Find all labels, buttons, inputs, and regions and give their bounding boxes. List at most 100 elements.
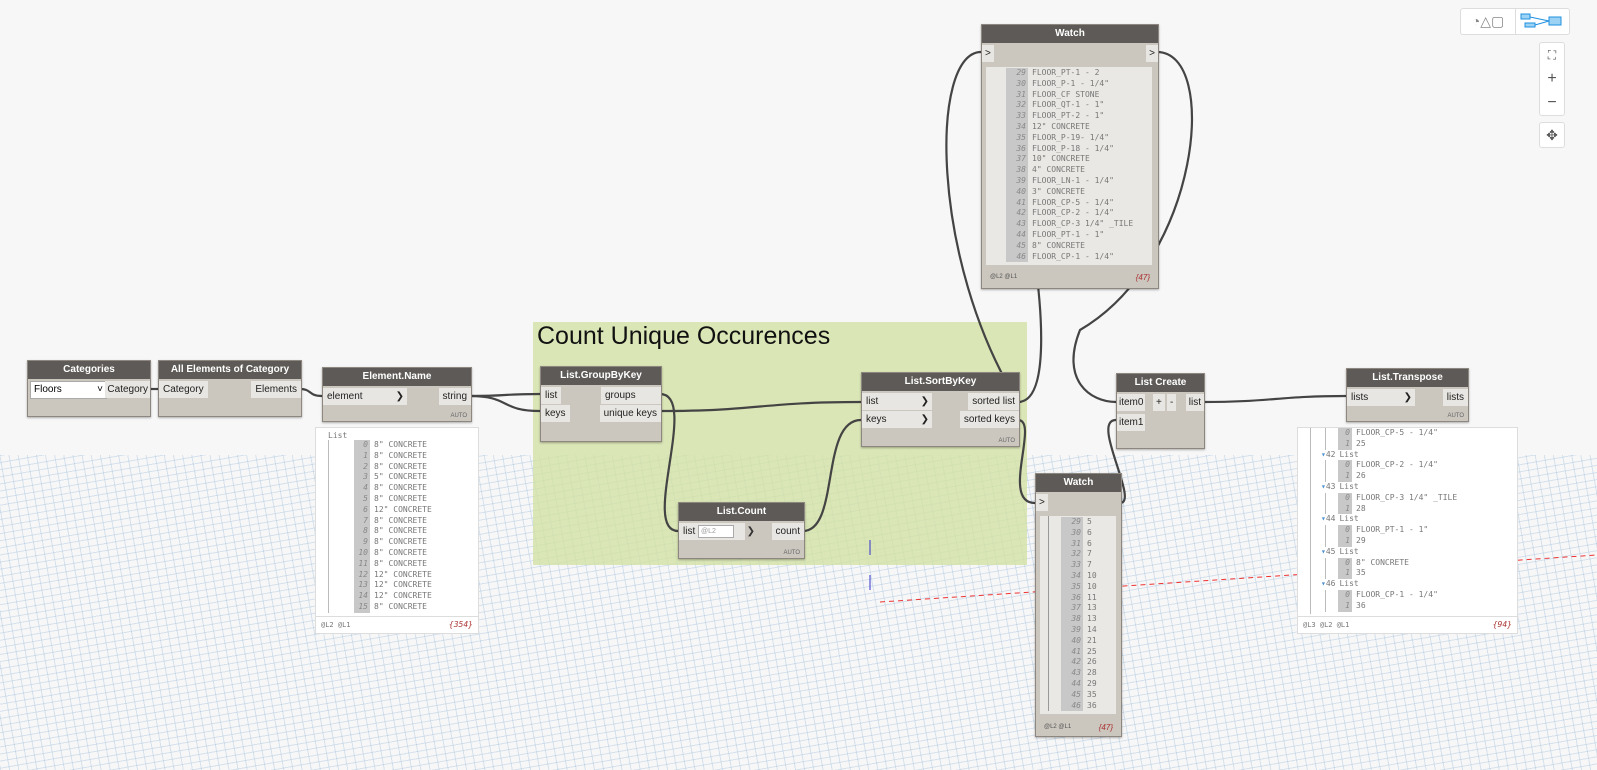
list-item: 45 8" CONCRETE	[1006, 240, 1152, 252]
level-input[interactable]: @L2	[698, 524, 735, 538]
item-index: 5	[354, 493, 370, 505]
item-value: 26	[1087, 657, 1097, 667]
input-port-list[interactable]: list @L2❯	[679, 523, 755, 540]
node-title: List.Transpose	[1347, 369, 1468, 387]
item-index: 45	[1061, 689, 1083, 701]
input-port-lists[interactable]: lists❯	[1347, 389, 1415, 406]
input-port-item0[interactable]: item0	[1117, 394, 1146, 411]
wire	[1202, 394, 1347, 404]
output-port-list[interactable]: list	[1185, 394, 1204, 411]
output-port-count[interactable]: count	[771, 523, 804, 540]
collapse-icon[interactable]: ▾	[1321, 481, 1326, 491]
input-port-list[interactable]: list	[541, 387, 562, 404]
levels: @L2 @L1	[1044, 724, 1072, 730]
input-port[interactable]: >	[1036, 494, 1048, 511]
item-value: 12" CONCRETE	[374, 591, 432, 601]
geometry-view-icon[interactable]: ◔△▢	[1461, 9, 1516, 34]
output-port-sorted-list[interactable]: sorted list	[968, 393, 1019, 410]
graph-view-icon[interactable]	[1519, 13, 1563, 30]
zoom-controls: ⛶ + −	[1539, 42, 1565, 116]
node-list-count[interactable]: List.Count list @L2❯ count AUTO	[678, 502, 805, 559]
collapse-icon[interactable]: ▾	[1321, 546, 1326, 556]
input-port[interactable]: >	[982, 45, 994, 62]
item-value: FLOOR_P-19- 1/4"	[1032, 132, 1110, 142]
list-header: List	[328, 431, 348, 440]
output-port-string[interactable]: string	[438, 388, 471, 405]
node-element-name[interactable]: Element.Name element❯ string AUTO	[322, 367, 472, 422]
item-value: 21	[1087, 635, 1097, 645]
zoom-out-button[interactable]: −	[1547, 94, 1557, 111]
node-categories[interactable]: Categories Floors˅ Category	[27, 360, 151, 417]
sublist-index: 45	[1325, 546, 1336, 556]
item-index: 41	[1006, 197, 1028, 209]
collapse-icon[interactable]: ▾	[1321, 579, 1326, 589]
zoom-in-button[interactable]: +	[1547, 70, 1557, 87]
node-list-groupbykey[interactable]: List.GroupByKey list keys groups unique …	[540, 366, 662, 442]
output-port-lists[interactable]: lists	[1442, 389, 1468, 406]
item-index: 9	[354, 537, 370, 548]
output-port-unique-keys[interactable]: unique keys	[599, 405, 661, 422]
item-value: 8" CONCRETE	[374, 493, 427, 503]
output-port-sorted-keys[interactable]: sorted keys	[959, 411, 1019, 428]
node-list-create[interactable]: List Create item0 item1 + - list	[1116, 373, 1205, 449]
item-index: 44	[1006, 229, 1028, 241]
output-port-elements[interactable]: Elements	[251, 381, 301, 398]
node-list-transpose[interactable]: List.Transpose lists❯ lists AUTO	[1346, 368, 1469, 422]
node-list-sortbykey[interactable]: List.SortByKey list❯ keys❯ sorted list s…	[861, 372, 1020, 447]
input-port-list[interactable]: list❯	[862, 393, 932, 410]
pan-icon[interactable]: ✥	[1539, 122, 1565, 148]
item-value: 8" CONCRETE	[1032, 240, 1085, 250]
remove-input-button[interactable]: -	[1167, 394, 1177, 411]
input-port-keys[interactable]: keys	[541, 405, 570, 422]
item-value: 8" CONCRETE	[374, 601, 427, 611]
output-port-groups[interactable]: groups	[601, 387, 661, 404]
item-index: 46	[1061, 700, 1083, 712]
item-value: FLOOR_CP-5 - 1/4"	[1032, 197, 1114, 207]
arrow-icon: ❯	[920, 414, 929, 425]
zoom-fit-icon[interactable]: ⛶	[1547, 48, 1557, 62]
input-port-category[interactable]: Category	[159, 381, 208, 398]
node-all-elements-of-category[interactable]: All Elements of Category Category Elemen…	[158, 360, 302, 417]
item-value: FLOOR_CP-3 1/4" _TILE	[1356, 492, 1458, 502]
view-toggle[interactable]: ◔△▢	[1460, 8, 1570, 35]
collapse-icon[interactable]: ▾	[1321, 449, 1326, 459]
item-count: {47}	[1135, 273, 1150, 282]
output-port[interactable]: >	[1146, 45, 1158, 62]
item-value: 35	[1087, 689, 1097, 699]
node-title: List.Count	[679, 503, 804, 521]
item-index: 45	[1006, 240, 1028, 252]
input-port-item1[interactable]: item1	[1117, 414, 1146, 431]
input-port-keys[interactable]: keys❯	[862, 411, 932, 428]
output-port-category[interactable]: Category	[105, 381, 150, 398]
item-value: 8" CONCRETE	[374, 547, 427, 557]
input-port-element[interactable]: element❯	[323, 388, 407, 405]
category-dropdown[interactable]: Floors˅	[30, 381, 107, 399]
add-input-button[interactable]: +	[1153, 394, 1165, 411]
sublist-label: List	[1339, 546, 1359, 556]
collapse-icon[interactable]: ▾	[1321, 514, 1326, 524]
